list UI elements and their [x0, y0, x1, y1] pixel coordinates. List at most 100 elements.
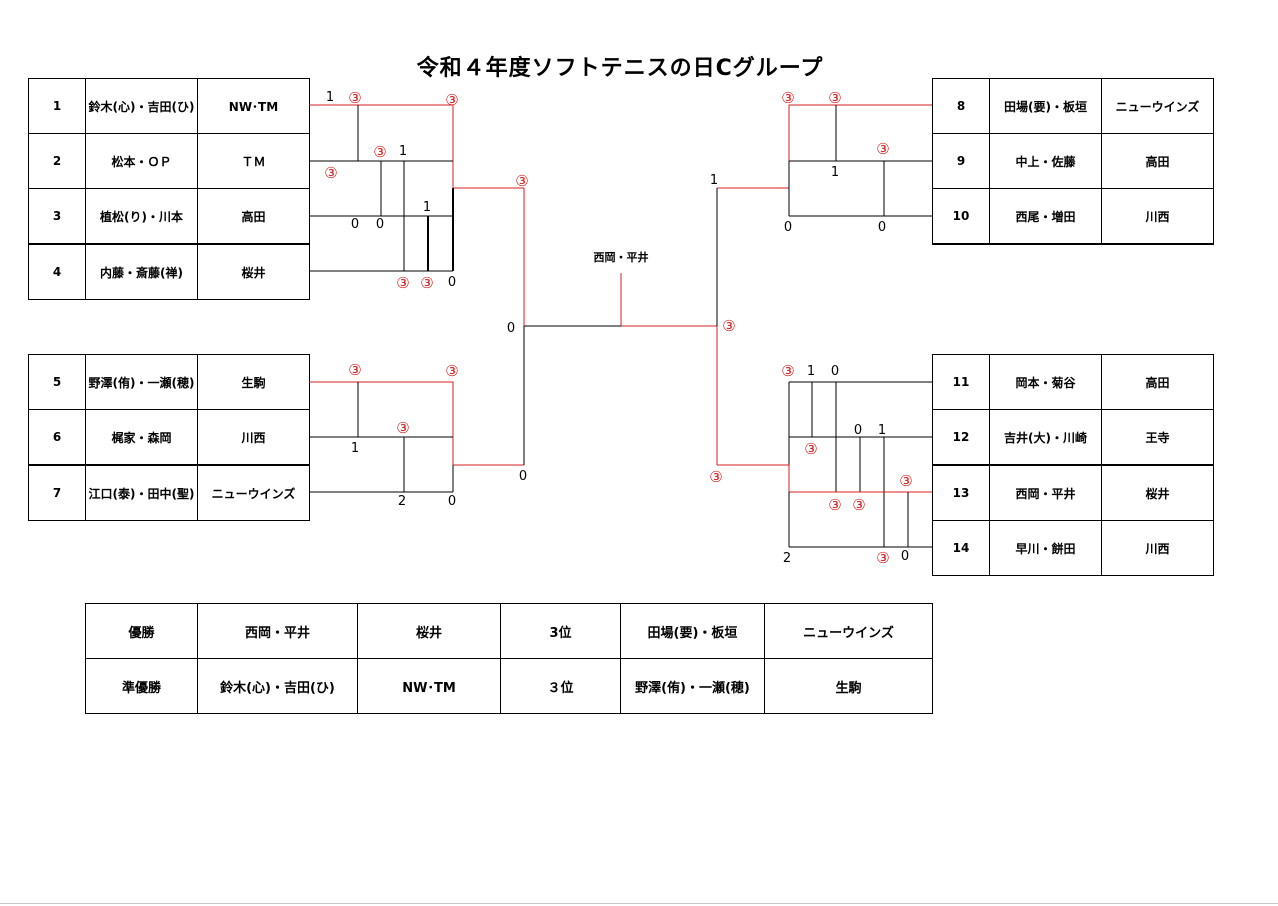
seed-number: 9 — [932, 133, 990, 189]
score-label: ③ — [420, 274, 434, 292]
player-names: 中上・佐藤 — [989, 133, 1102, 189]
seed-number: 12 — [932, 409, 990, 466]
left-bottom-table: 5 野澤(侑)・一瀬(穂) 生駒 6 梶家・森岡 川西 7 江口(泰)・田中(聖… — [28, 354, 310, 521]
table-row: 12 吉井(大)・川崎 王寺 — [932, 409, 1214, 466]
score-label: 1 — [830, 165, 840, 180]
score-label: ③ — [396, 274, 410, 292]
score-label: 1 — [806, 364, 816, 379]
score-label: ③ — [396, 419, 410, 437]
player-names: 江口(泰)・田中(聖) — [85, 464, 198, 521]
score-label: 0 — [447, 275, 457, 290]
table-row: 3 植松(り)・川本 高田 — [28, 188, 310, 245]
score-label: ③ — [876, 140, 890, 158]
table-row: 11 岡本・菊谷 高田 — [932, 354, 1214, 410]
team-name: NW･TM — [357, 658, 501, 714]
table-row: 2 松本・ＯＰ ＴＭ — [28, 133, 310, 189]
score-label: ③ — [445, 362, 459, 380]
table-row: 13 西岡・平井 桜井 — [932, 464, 1214, 521]
rank-label: 3位 — [500, 603, 621, 659]
score-label: 0 — [853, 423, 863, 438]
score-label: 1 — [350, 441, 360, 456]
rank-label: 準優勝 — [85, 658, 198, 714]
seed-number: 14 — [932, 520, 990, 576]
score-label: 2 — [782, 551, 792, 566]
bracket-line-winner — [309, 104, 524, 189]
player-names: 西尾・増田 — [989, 188, 1102, 245]
score-label: 0 — [900, 549, 910, 564]
team-name: ＴＭ — [197, 133, 310, 189]
player-names: 田場(要)・板垣 — [989, 78, 1102, 134]
page-divider — [0, 903, 1278, 904]
team-name: 桜井 — [357, 603, 501, 659]
table-row: 10 西尾・増田 川西 — [932, 188, 1214, 245]
team-name: ニューウインズ — [197, 464, 310, 521]
score-label: ③ — [781, 362, 795, 380]
team-name: NW･TM — [197, 78, 310, 134]
bracket-line-winner — [717, 104, 932, 189]
score-label: ③ — [899, 472, 913, 490]
team-name: 生駒 — [764, 658, 933, 714]
score-label: 1 — [709, 173, 719, 188]
right-bottom-table: 11 岡本・菊谷 高田 12 吉井(大)・川崎 王寺 13 西岡・平井 桜井 1… — [932, 354, 1214, 576]
team-name: 川西 — [1101, 520, 1214, 576]
score-label: 0 — [375, 217, 385, 232]
player-names: 内藤・斎藤(禅) — [85, 243, 198, 300]
table-row: 4 内藤・斎藤(禅) 桜井 — [28, 243, 310, 300]
score-label: ③ — [722, 317, 736, 335]
player-names: 鈴木(心)・吉田(ひ) — [85, 78, 198, 134]
score-label: ③ — [515, 172, 529, 190]
seed-number: 10 — [932, 188, 990, 245]
score-label: ③ — [876, 549, 890, 567]
score-label: ③ — [828, 89, 842, 107]
player-names: 田場(要)・板垣 — [620, 603, 765, 659]
team-name: 桜井 — [197, 243, 310, 300]
player-names: 梶家・森岡 — [85, 409, 198, 466]
score-label: 0 — [877, 220, 887, 235]
score-label: ③ — [445, 91, 459, 109]
page-title: 令和４年度ソフトテニスの日Cグループ — [416, 56, 824, 81]
rank-label: 優勝 — [85, 603, 198, 659]
team-name: ニューウインズ — [764, 603, 933, 659]
player-names: 野澤(侑)・一瀬(穂) — [620, 658, 765, 714]
seed-number: 6 — [28, 409, 86, 466]
player-names: 鈴木(心)・吉田(ひ) — [197, 658, 358, 714]
seed-number: 1 — [28, 78, 86, 134]
seed-number: 7 — [28, 464, 86, 521]
score-label: ③ — [709, 468, 723, 486]
score-label: ③ — [828, 496, 842, 514]
score-label: 0 — [350, 217, 360, 232]
team-name: 高田 — [197, 188, 310, 245]
table-row: 準優勝 鈴木(心)・吉田(ひ) NW･TM ３位 野澤(侑)・一瀬(穂) 生駒 — [85, 658, 933, 714]
seed-number: 3 — [28, 188, 86, 245]
team-name: 川西 — [197, 409, 310, 466]
champion-label: 西岡・平井 — [593, 251, 649, 264]
table-row: 9 中上・佐藤 高田 — [932, 133, 1214, 189]
player-names: 野澤(侑)・一瀬(穂) — [85, 354, 198, 410]
table-row: 8 田場(要)・板垣 ニューウインズ — [932, 78, 1214, 134]
team-name: ニューウインズ — [1101, 78, 1214, 134]
left-top-table: 1 鈴木(心)・吉田(ひ) NW･TM 2 松本・ＯＰ ＴＭ 3 植松(り)・川… — [28, 78, 310, 300]
table-row: 6 梶家・森岡 川西 — [28, 409, 310, 466]
team-name: 高田 — [1101, 354, 1214, 410]
seed-number: 13 — [932, 464, 990, 521]
right-top-table: 8 田場(要)・板垣 ニューウインズ 9 中上・佐藤 高田 10 西尾・増田 川… — [932, 78, 1214, 245]
score-label: 2 — [397, 494, 407, 509]
score-label: 0 — [506, 321, 516, 336]
score-label: ③ — [348, 89, 362, 107]
score-label: 1 — [325, 90, 335, 105]
score-label: ③ — [804, 440, 818, 458]
rank-label: ３位 — [500, 658, 621, 714]
score-label: 1 — [398, 144, 408, 159]
score-label: ③ — [373, 143, 387, 161]
score-label: 1 — [422, 200, 432, 215]
team-name: 生駒 — [197, 354, 310, 410]
bracket-line-winner — [309, 381, 524, 466]
team-name: 川西 — [1101, 188, 1214, 245]
table-row: 14 早川・餅田 川西 — [932, 520, 1214, 576]
player-names: 松本・ＯＰ — [85, 133, 198, 189]
player-names: 西岡・平井 — [197, 603, 358, 659]
table-row: 1 鈴木(心)・吉田(ひ) NW･TM — [28, 78, 310, 134]
score-label: ③ — [781, 89, 795, 107]
player-names: 早川・餅田 — [989, 520, 1102, 576]
